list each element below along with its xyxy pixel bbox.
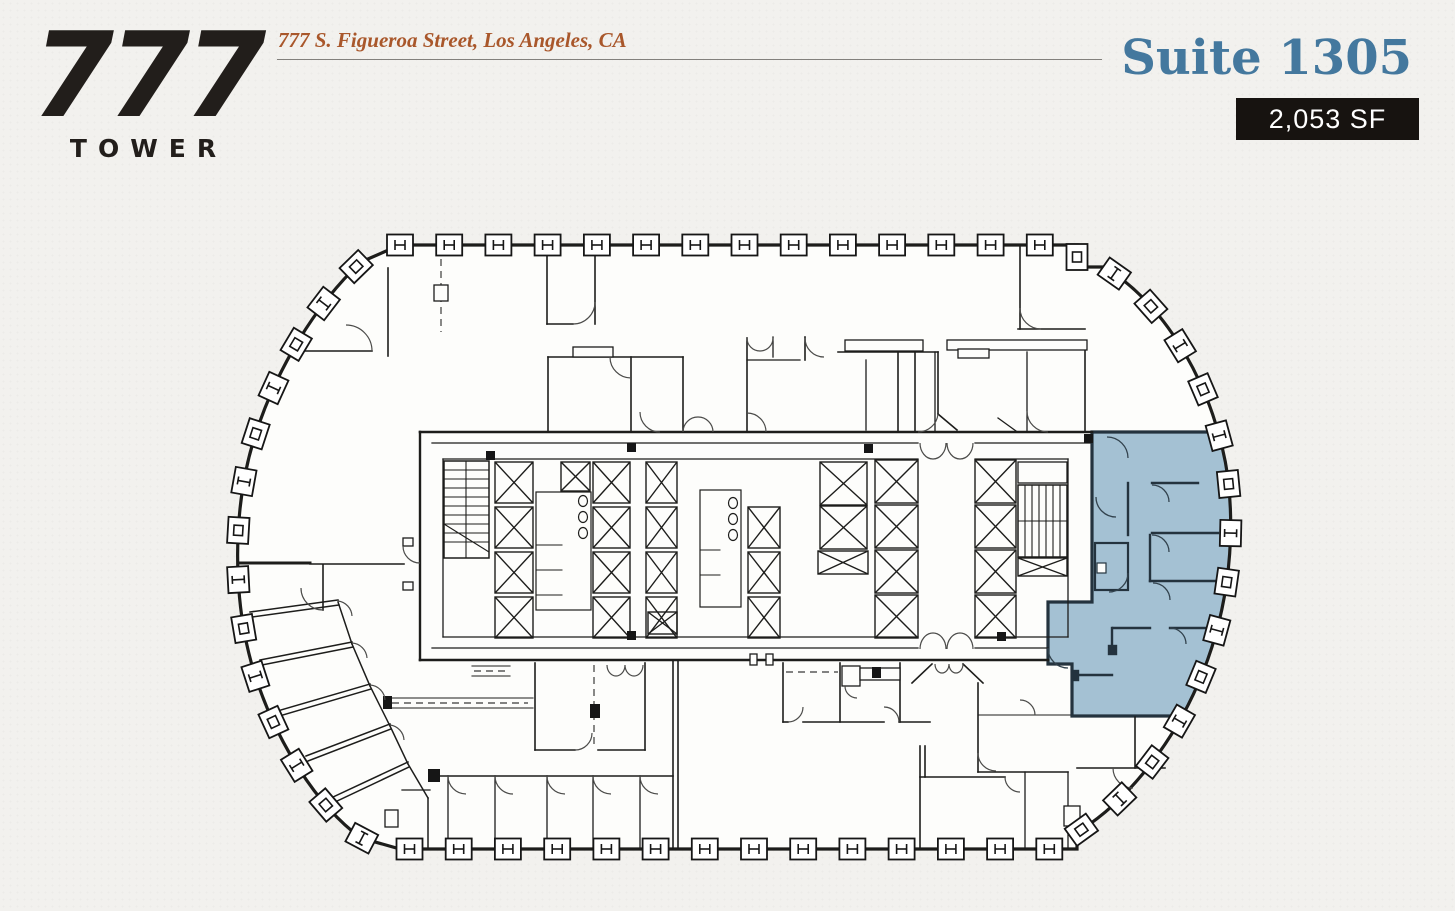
building-logo: 777 TOWER xyxy=(32,6,266,163)
facade-column-markers xyxy=(226,233,1243,861)
suite-title: Suite 1305 xyxy=(1121,30,1412,86)
building-address: 777 S. Figueroa Street, Los Angeles, CA xyxy=(278,28,627,52)
address-underline xyxy=(277,59,1102,60)
logo-word: TOWER xyxy=(69,133,228,163)
suite-area-badge: 2,053 SF xyxy=(1236,98,1419,140)
logo-number: 777 xyxy=(32,6,266,144)
